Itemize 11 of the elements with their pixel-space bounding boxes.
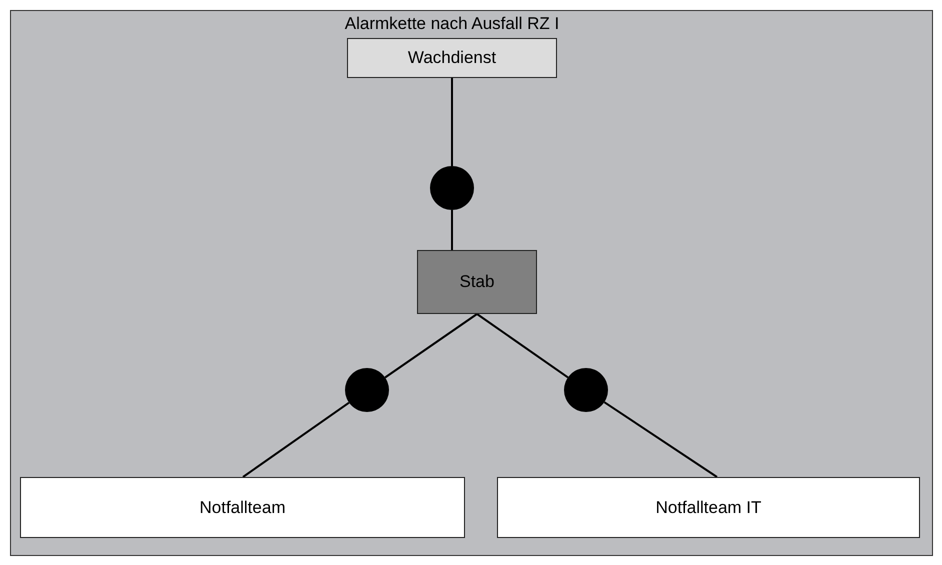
- role-box: Notfallteam: [20, 477, 465, 538]
- role-box: Stab: [417, 250, 537, 314]
- diagram-title: Alarmkette nach Ausfall RZ I: [344, 13, 560, 35]
- connector-line: [451, 210, 453, 250]
- role-box: Notfallteam IT: [497, 477, 920, 538]
- connector-line: [384, 313, 478, 378]
- role-box: Wachdienst: [347, 38, 557, 78]
- connector-line: [451, 78, 453, 166]
- connector-line: [604, 401, 718, 478]
- connector-line: [476, 313, 569, 378]
- connector-line: [242, 402, 350, 478]
